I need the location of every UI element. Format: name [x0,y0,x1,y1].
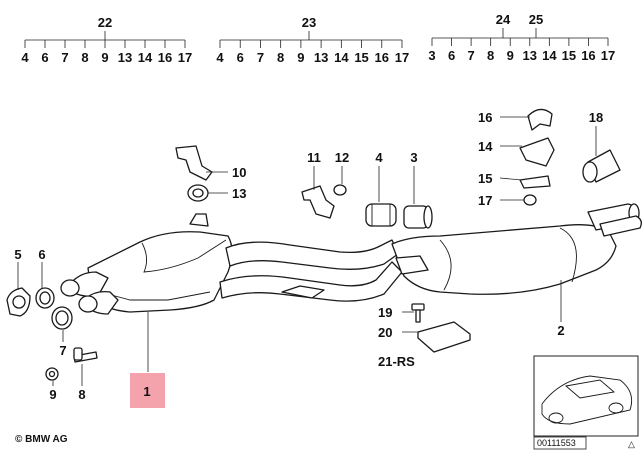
callout-1-highlight [130,373,165,408]
group-24-ref: 24 [496,12,511,27]
group-item-label: 13 [314,50,328,65]
group-item-label: 7 [61,50,68,65]
car-thumbnail [533,355,639,437]
group-item-label: 3 [428,48,435,63]
group-22-ref: 22 [98,15,112,30]
callout-2: 2 [557,323,564,338]
bracket-15 [519,175,551,189]
group-item-label: 6 [448,48,455,63]
callout-18: 18 [589,110,603,125]
callout-10: 10 [232,165,246,180]
rear-silencer-part [391,203,642,295]
copyright-label: © BMW AG [15,434,68,445]
callout-8: 8 [78,387,85,402]
group-item-label: 17 [178,50,192,65]
callout-9: 9 [49,387,56,402]
nut-17 [523,194,537,206]
callout-20: 20 [378,325,392,340]
callout-1: 1 [143,384,150,399]
group-item-label: 9 [297,50,304,65]
seal-ring-6 [35,287,55,309]
callout-17: 17 [478,193,492,208]
front-silencer-part [60,213,233,315]
intermediate-pipes-part [219,239,403,302]
group-item-label: 17 [395,50,409,65]
group-item-label: 9 [507,48,514,63]
callout-4: 4 [375,150,383,165]
group-item-label: 4 [216,50,224,65]
group-item-label: 13 [523,48,537,63]
group-item-label: 14 [542,48,557,63]
callout-12: 12 [335,150,349,165]
group-item-label: 6 [237,50,244,65]
bracket-10 [175,145,213,181]
bracket-14 [519,137,555,167]
callout-labels: 1 2 3 4 5 6 7 8 9 10 11 12 13 14 15 16 1… [14,110,603,402]
callout-21-rs: 21-RS [378,354,415,369]
clamp-4 [365,203,397,227]
group-item-label: 8 [277,50,284,65]
group-item-label: 15 [354,50,368,65]
bolt-8 [73,347,98,363]
group-item-label: 16 [581,48,595,63]
group-item-label: 13 [118,50,132,65]
group-item-label: 14 [334,50,349,65]
group-25-ref: 25 [529,12,543,27]
group-item-label: 17 [601,48,615,63]
group-item-label: 7 [467,48,474,63]
group-item-label: 4 [21,50,29,65]
callout-7: 7 [59,343,66,358]
diagram-id: 00111553 [537,438,576,448]
sleeve-3 [403,205,433,229]
group-item-label: 16 [375,50,389,65]
leader-lines [17,116,597,386]
callout-13: 13 [232,186,246,201]
group-23-ref: 23 [302,15,316,30]
corner-triangle-icon: △ [628,439,635,449]
seal-ring-7 [51,306,73,330]
callout-14: 14 [478,139,493,154]
group-item-label: 16 [158,50,172,65]
group-item-label: 9 [101,50,108,65]
callout-3: 3 [410,150,417,165]
nut-9 [45,367,59,381]
group-item-label: 6 [41,50,48,65]
group-item-label: 7 [257,50,264,65]
group-item-label: 14 [138,50,153,65]
callout-6: 6 [38,247,45,262]
nut-12 [333,184,347,196]
rubber-mount-13 [187,184,209,202]
group-item-label: 8 [81,50,88,65]
callout-5: 5 [14,247,21,262]
group-item-label: 15 [562,48,576,63]
callout-11: 11 [307,150,321,165]
callout-19: 19 [378,305,392,320]
plate-20 [417,321,471,353]
gasket-5 [6,287,31,317]
callout-15: 15 [478,171,492,186]
group-item-label: 8 [487,48,494,63]
callout-16: 16 [478,110,492,125]
screw-19 [411,303,425,323]
bracket-11 [301,185,335,219]
tailpipe-trim-18 [582,149,621,183]
hanger-16 [527,108,553,131]
